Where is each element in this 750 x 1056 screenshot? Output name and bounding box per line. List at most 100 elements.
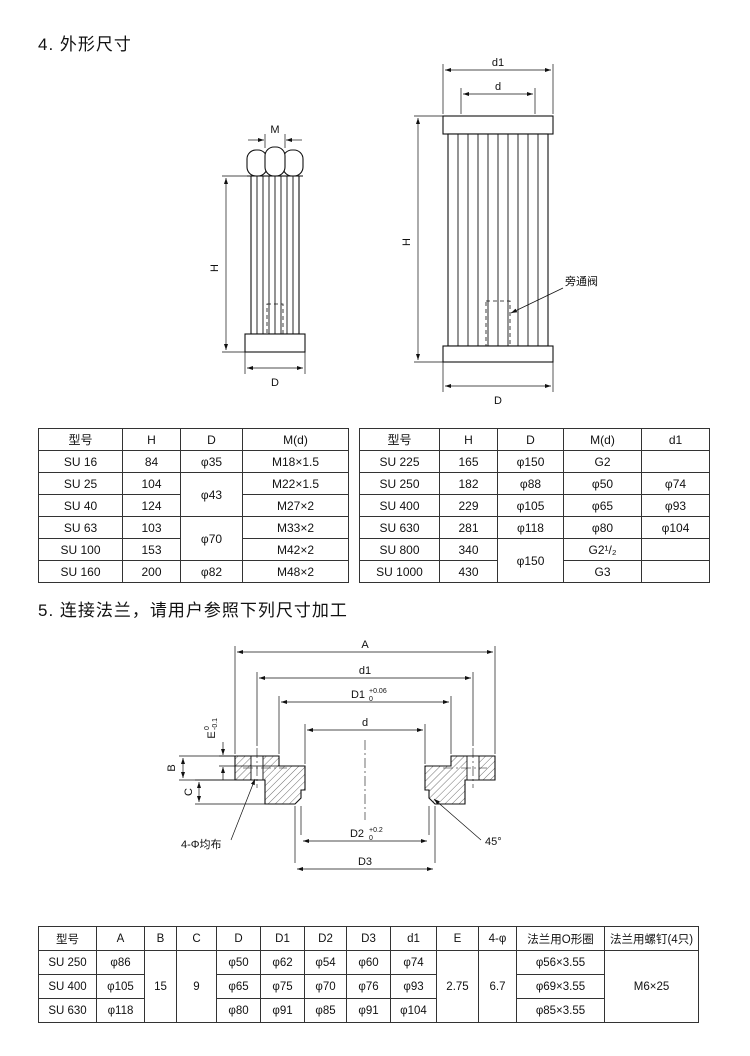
table-cell: 281: [439, 516, 498, 539]
table-cell: SU 1000: [359, 560, 440, 583]
table-cell: M42×2: [242, 538, 349, 561]
table-cell: φ60: [346, 950, 391, 975]
column-header: 法兰用O形圈: [516, 926, 605, 951]
table-cell: SU 800: [359, 538, 440, 561]
base-plate: [244, 333, 306, 353]
dim-label-d1: d1: [359, 665, 371, 677]
table-cell: 124: [122, 494, 181, 517]
table-cell: φ76: [346, 974, 391, 999]
table-cell: SU 100: [38, 538, 123, 561]
table-cell: φ43: [180, 472, 243, 517]
table-cell: φ70: [180, 516, 243, 561]
column-header: 型号: [38, 428, 123, 451]
table-cell: φ91: [260, 998, 305, 1023]
table-cell: φ93: [390, 974, 437, 999]
holes-label: 4-Φ均布: [181, 838, 222, 851]
column-header: D2: [304, 926, 347, 951]
table-cell: φ50: [563, 472, 642, 495]
column-header: E: [436, 926, 479, 951]
table-cell: φ88: [497, 472, 564, 495]
chamfer-angle-label: 45°: [485, 836, 502, 848]
flange-section-drawing: A d1 D1 +0.06 0 d: [166, 639, 502, 872]
dim-label-B: B: [166, 764, 178, 771]
table-cell: [641, 560, 710, 583]
table-cell: M48×2: [242, 560, 349, 583]
filter-body: [250, 175, 300, 335]
dim-label-E-group: E 0 -0.1: [204, 718, 219, 739]
dim-tol-D1-top: +0.06: [369, 688, 387, 695]
dim-H: [222, 175, 251, 353]
bottom-cap: [442, 345, 554, 363]
table-cell: 2.75: [436, 950, 479, 1023]
table-cell: φ70: [304, 974, 347, 999]
dim-tol-D2-bot: 0: [369, 835, 373, 842]
table-cell: φ69×3.55: [516, 974, 605, 999]
filter-small-drawing: M H: [209, 124, 306, 389]
column-header: H: [122, 428, 181, 451]
table-cell: SU 225: [359, 450, 440, 473]
table-cell: φ80: [216, 998, 261, 1023]
table-cell: 84: [122, 450, 181, 473]
dim-label-A: A: [361, 639, 369, 651]
column-header: 法兰用螺钉(4只): [604, 926, 699, 951]
table-cell: 6.7: [478, 950, 517, 1023]
table-cell: 200: [122, 560, 181, 583]
column-header: d1: [641, 428, 710, 451]
table-cell: 182: [439, 472, 498, 495]
dim-tol-E-top: 0: [204, 726, 211, 730]
column-header: D1: [260, 926, 305, 951]
table-cell: 229: [439, 494, 498, 517]
dim-M: [248, 134, 302, 148]
table-cell: M6×25: [604, 950, 699, 1023]
table-cell: φ85×3.55: [516, 998, 605, 1023]
table-cell: M27×2: [242, 494, 349, 517]
table-cell: φ104: [641, 516, 710, 539]
centerlines: [243, 740, 487, 820]
column-header: H: [439, 428, 498, 451]
internal-valve-outline: [266, 303, 284, 335]
table-cell: φ74: [641, 472, 710, 495]
table-cell: φ74: [390, 950, 437, 975]
table-cell: φ150: [497, 450, 564, 473]
outline-drawings: M H: [0, 56, 750, 424]
table-cell: 430: [439, 560, 498, 583]
table-cell: M33×2: [242, 516, 349, 539]
table-cell: 15: [144, 950, 177, 1023]
column-header: C: [176, 926, 217, 951]
dim-E: [219, 742, 279, 780]
dim-label-d-small: d: [495, 81, 501, 93]
column-header: M(d): [563, 428, 642, 451]
dim-d: [460, 88, 536, 114]
table-cell: φ56×3.55: [516, 950, 605, 975]
table-cell: SU 160: [38, 560, 123, 583]
table-cell: φ35: [180, 450, 243, 473]
table-cell: 165: [439, 450, 498, 473]
table-cell: 340: [439, 538, 498, 561]
dim-label-d: d: [362, 717, 368, 729]
dim-d1: [442, 64, 554, 114]
table-cell: φ150: [497, 538, 564, 583]
table-cell: φ54: [304, 950, 347, 975]
hex-nut: [246, 146, 304, 177]
dim-label-D3: D3: [358, 856, 372, 868]
section5-title: 5. 连接法兰，请用户参照下列尺寸加工: [38, 601, 348, 620]
table-cell: 9: [176, 950, 217, 1023]
table-cell: φ50: [216, 950, 261, 975]
column-header: D3: [346, 926, 391, 951]
table-cell: φ86: [96, 950, 145, 975]
